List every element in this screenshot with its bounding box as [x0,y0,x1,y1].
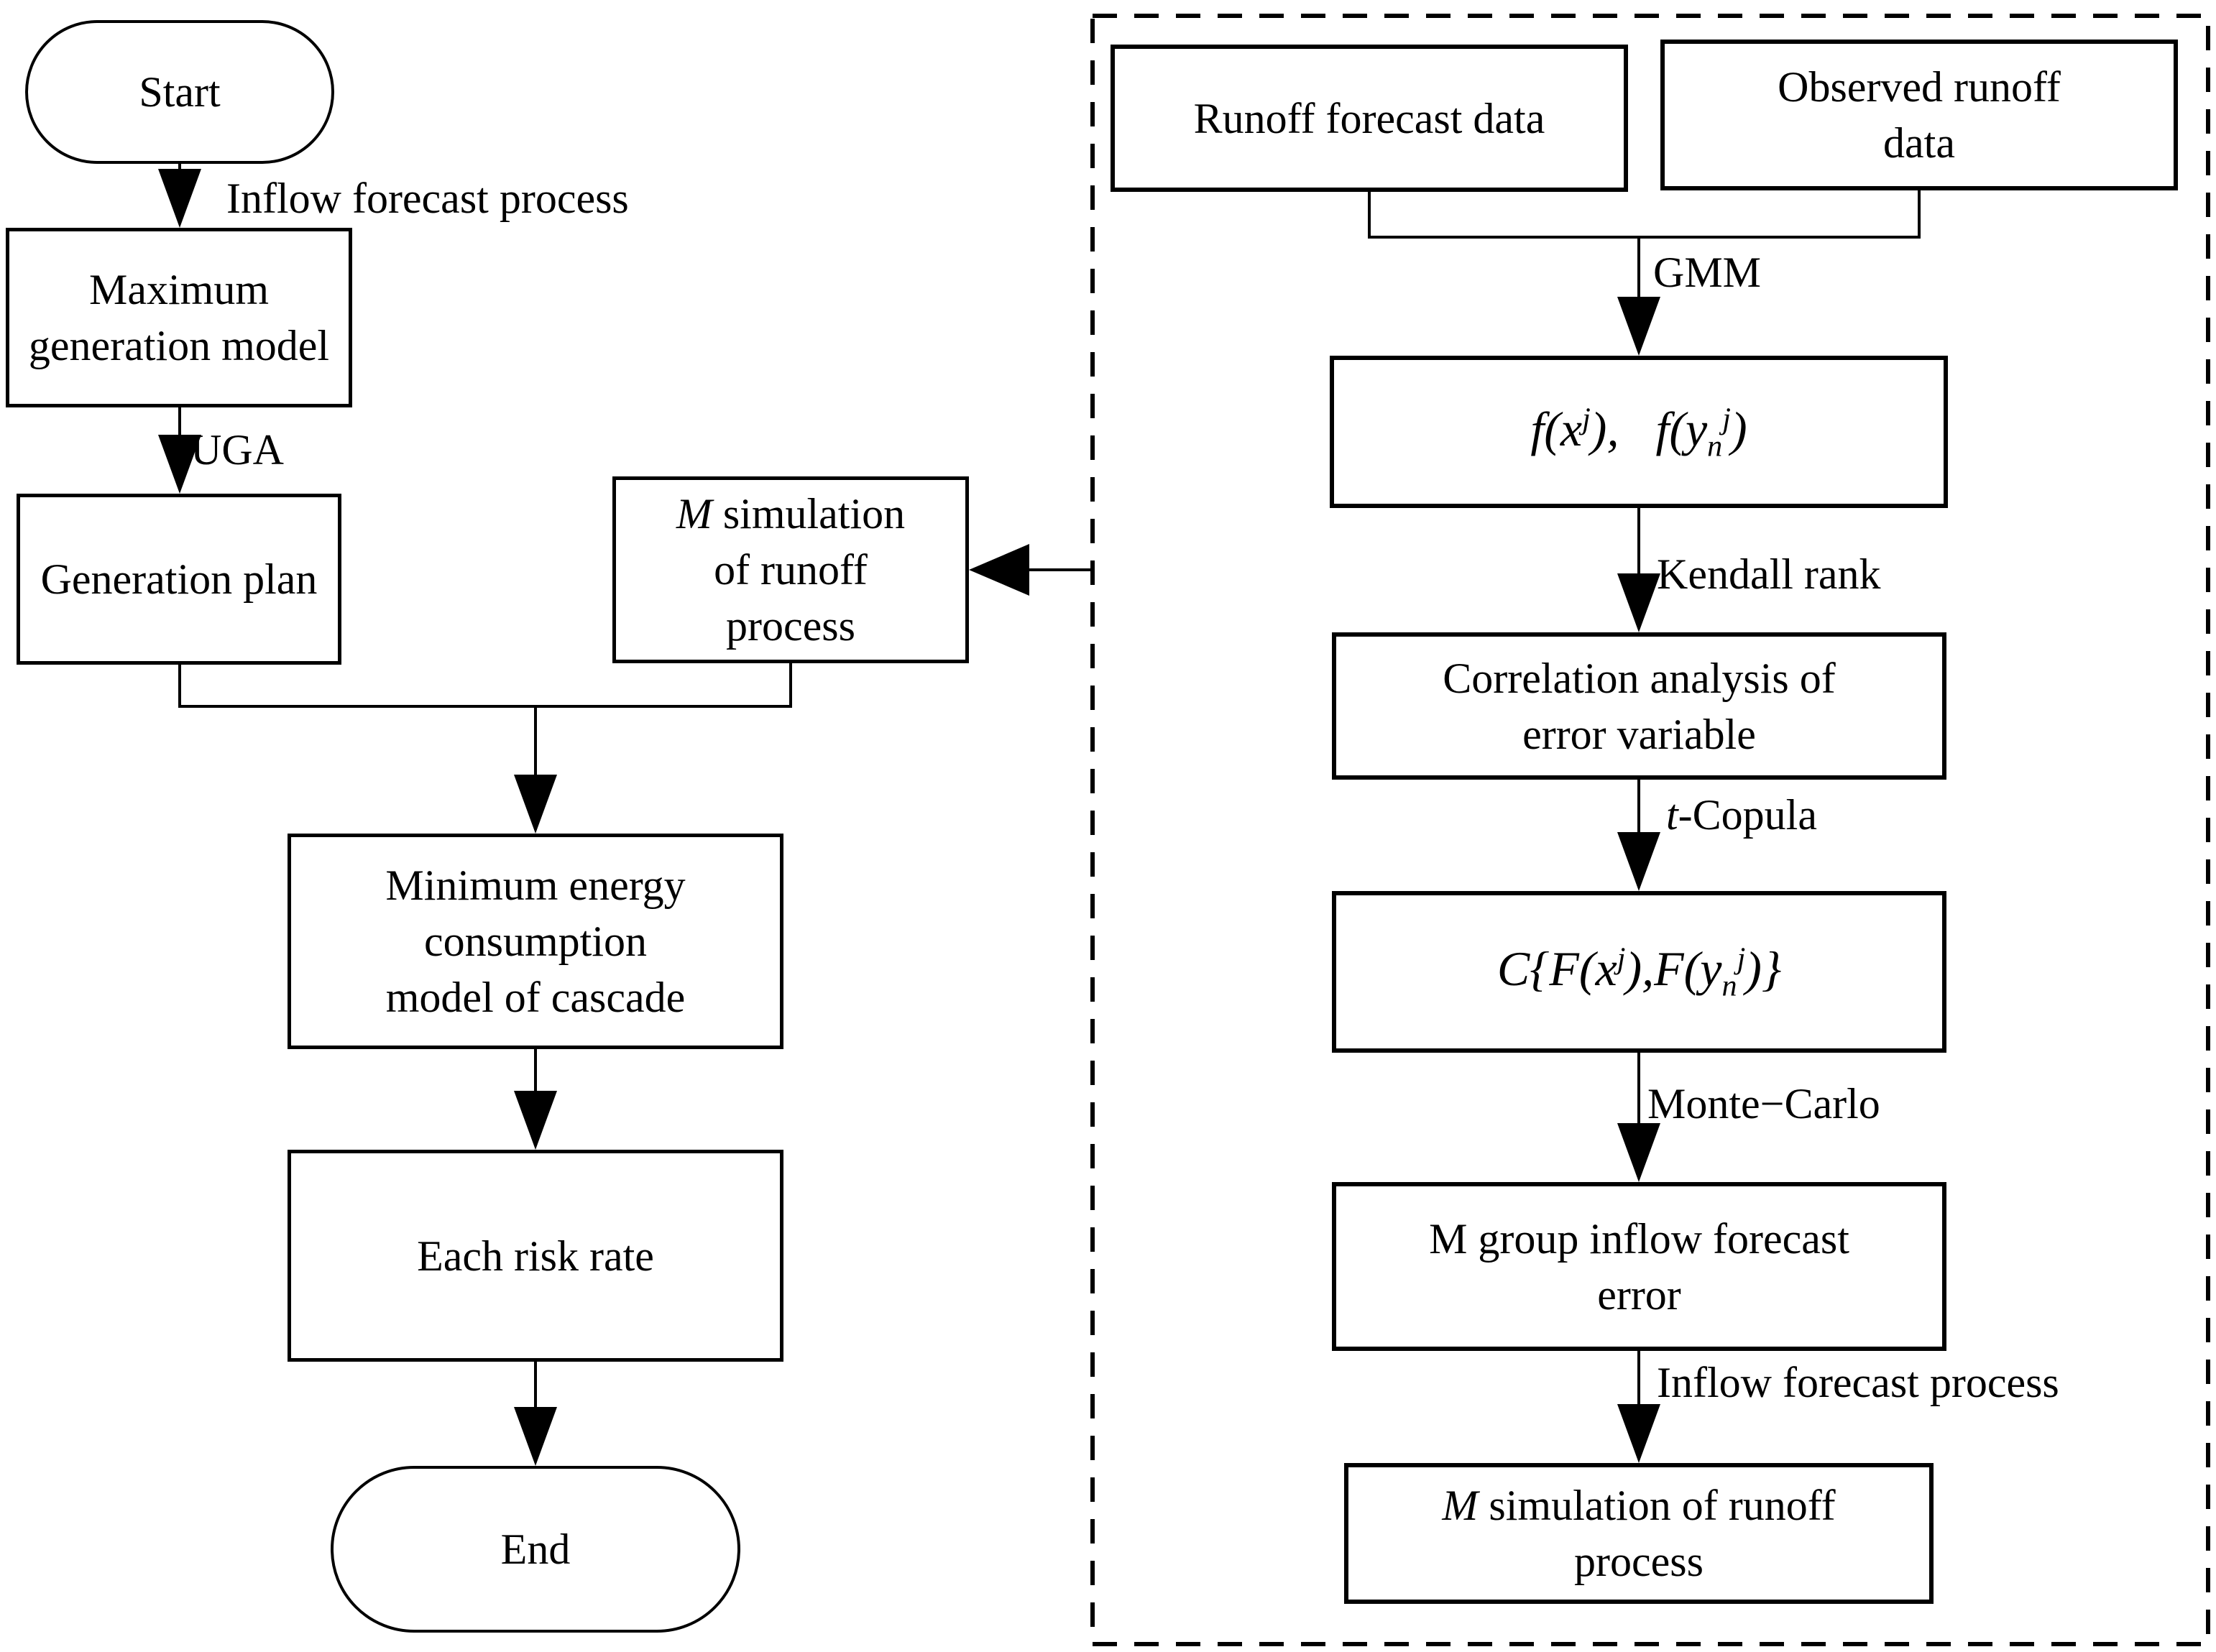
f-distribution-box: f(xj), f(ynj) [1330,356,1948,508]
m-simulation-text: M simulation of runoff process [676,486,905,654]
gmm-label: GMM [1653,249,1762,296]
m-group-inflow-error-box: M group inflow forecast error [1332,1182,1946,1351]
uga-label: UGA [190,426,284,474]
m-simulation-runoff-box-left: M simulation of runoff process [612,476,969,663]
c-part3: )} [1745,941,1782,997]
copula-function-box: C{F(xj),F(ynj)} [1332,891,1946,1053]
m-italic-right: M [1442,1482,1479,1529]
m-italic: M [676,490,712,537]
m-simulation-rest: simulation of runoff process [714,490,906,650]
right-flow-connectors [1368,190,1921,1463]
m-simulation-runoff-box-right: M simulation of runoff process [1344,1463,1934,1604]
each-risk-rate-box: Each risk rate [288,1150,783,1362]
correlation-analysis-box: Correlation analysis of error variable [1332,632,1946,780]
dashed-panel-border [1090,14,2210,1646]
minimum-energy-consumption-box: Minimum energy consumption model of casc… [288,834,783,1049]
monte-carlo-label: Monte−Carlo [1647,1080,1880,1127]
f-sup1: j [1582,402,1591,436]
f-part2: ), f(y [1590,401,1708,456]
f-formula: f(xj), f(ynj) [1530,397,1747,466]
c-sup1: j [1617,941,1626,976]
f-sup2: j [1722,402,1731,436]
m-simulation-right-text: M simulation of runoff process [1442,1477,1835,1589]
t-italic: t [1666,791,1678,839]
maximum-generation-model-box: Maximum generation model [6,228,352,407]
c-sub: n [1721,969,1737,1003]
f-sub: n [1707,429,1723,463]
observed-runoff-data-box: Observed runoff data [1660,40,2178,190]
m-simulation-right-rest: simulation of runoff process [1489,1482,1836,1585]
inflow-forecast-label-right: Inflow forecast process [1657,1359,2059,1406]
left-flow-connectors [158,164,1093,1466]
inflow-forecast-label-left: Inflow forecast process [226,175,629,222]
t-copula-rest: -Copula [1678,791,1817,839]
c-sup2: j [1737,941,1746,976]
f-part1: f(x [1530,401,1583,456]
c-part1: C{F(x [1497,941,1617,997]
runoff-forecast-data-box: Runoff forecast data [1111,45,1628,192]
kendall-rank-label: Kendall rank [1657,550,1881,598]
f-part3: ) [1730,401,1747,456]
t-copula-label: t-Copula [1666,790,1817,840]
end-terminator: End [331,1466,740,1633]
generation-plan-box: Generation plan [17,494,341,665]
c-part2: ),F(y [1625,941,1722,997]
start-terminator: Start [25,20,334,164]
c-formula: C{F(xj),F(ynj)} [1497,937,1781,1006]
